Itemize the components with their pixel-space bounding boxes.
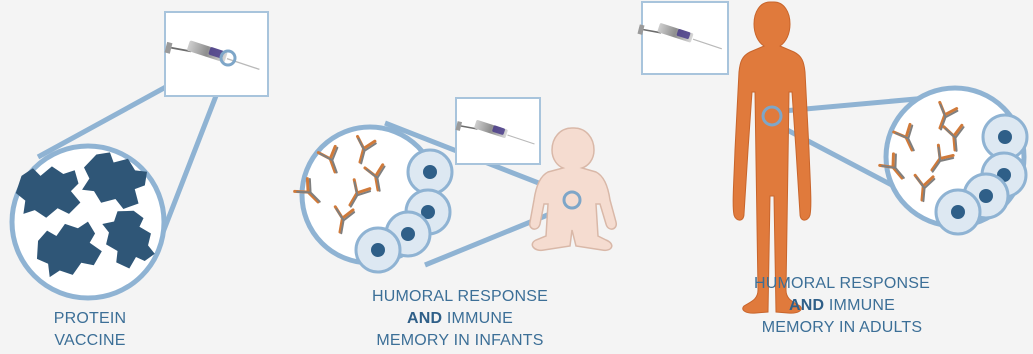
caption-emphasis: AND bbox=[407, 310, 442, 327]
caption-line: AND IMMUNE bbox=[340, 308, 580, 330]
caption-line: MEMORY IN INFANTS bbox=[340, 330, 580, 352]
caption-line: PROTEIN bbox=[30, 308, 150, 330]
infant-silhouette-icon bbox=[530, 128, 617, 250]
caption-line: HUMORAL RESPONSE bbox=[722, 273, 962, 295]
infants-caption: HUMORAL RESPONSE AND IMMUNE MEMORY IN IN… bbox=[340, 286, 580, 352]
caption-line: HUMORAL RESPONSE bbox=[340, 286, 580, 308]
adults-caption: HUMORAL RESPONSE AND IMMUNE MEMORY IN AD… bbox=[722, 273, 962, 339]
caption-line: MEMORY IN ADULTS bbox=[722, 317, 962, 339]
caption-emphasis: AND bbox=[789, 297, 824, 314]
antigen-icon bbox=[16, 166, 81, 217]
caption-line: AND IMMUNE bbox=[722, 295, 962, 317]
adult-silhouette-icon bbox=[733, 2, 811, 313]
b-cell-icon bbox=[356, 228, 400, 272]
infant-panel bbox=[295, 98, 617, 272]
caption-text: IMMUNE bbox=[824, 297, 895, 314]
b-cell-icon bbox=[408, 150, 452, 194]
caption-text: IMMUNE bbox=[442, 310, 513, 327]
protein-vaccine-panel bbox=[12, 12, 268, 298]
caption-line: VACCINE bbox=[30, 330, 150, 352]
adult-panel bbox=[638, 2, 1027, 313]
b-cell-icon bbox=[936, 190, 980, 234]
protein-vaccine-caption: PROTEIN VACCINE bbox=[30, 308, 150, 352]
